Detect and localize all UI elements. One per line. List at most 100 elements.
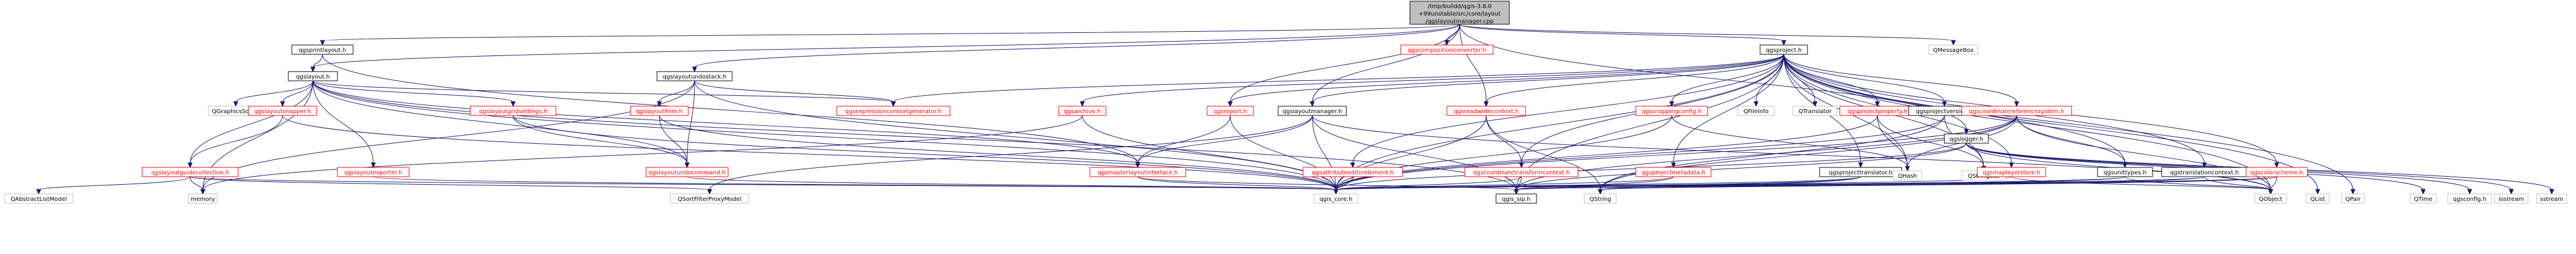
node-layout[interactable]: qgslayout.h <box>288 71 338 81</box>
node-label: qgslayoutsnapper.h <box>254 109 311 115</box>
edge-guidecoll-qabslistmodel <box>36 176 191 195</box>
node-label: qgsexpressioncontextgenerator.h <box>845 109 942 115</box>
node-label: qgsproject.h <box>1766 47 1802 54</box>
edge-line <box>1600 115 1945 190</box>
node-label: qgstranslationcontext.h <box>2170 170 2239 176</box>
edge-line <box>686 80 695 164</box>
edge-arrowhead <box>1079 101 1085 107</box>
node-label: QSortFilterProxyModel <box>678 196 742 203</box>
node-colorscheme[interactable]: qgscolorscheme.h <box>2245 167 2308 177</box>
node-snappingconfig[interactable]: qgssnappingconfig.h <box>1635 106 1708 116</box>
node-logger[interactable]: qgslogger.h <box>1944 133 1989 144</box>
edge-project-archive <box>1079 54 1784 107</box>
edge-line <box>190 115 283 164</box>
edge-line <box>659 115 688 164</box>
node-root[interactable]: /tmp/buildd/qgis-3.8.0+99unstable/src/co… <box>1409 1 1510 25</box>
edge-line <box>1137 115 1313 164</box>
node-printlayout[interactable]: qgsprintlayout.h <box>291 44 354 55</box>
node-label: /qgslayoutmanager.cpp <box>1426 18 1494 25</box>
edge-line <box>1230 24 1460 103</box>
node-guidecoll[interactable]: qgslayoutguidecollection.h <box>142 167 239 177</box>
node-box <box>670 193 749 204</box>
node-label: qgslogger.h <box>1950 136 1983 143</box>
node-label: qgsunittypes.h <box>2103 170 2146 176</box>
node-undostack[interactable]: qgslayoutundostack.h <box>656 71 733 81</box>
node-box <box>1944 133 1989 144</box>
edge-line <box>2011 176 2271 190</box>
edge-logger-sip <box>1513 143 1967 195</box>
edge-project-qlist <box>1783 54 2321 195</box>
node-projectproperty[interactable]: qgsprojectproperty.h <box>1839 106 1916 116</box>
node-compconv[interactable]: qgscompositionconverter.h <box>1400 44 1494 55</box>
edge-line <box>1335 54 1784 190</box>
node-box <box>142 167 239 177</box>
node-sip[interactable]: qgis_sip.h <box>1495 193 1537 204</box>
edge-arrowhead <box>1951 40 1956 46</box>
node-snapper[interactable]: qgslayoutsnapper.h <box>248 106 317 116</box>
edge-arrowhead <box>2014 101 2020 107</box>
node-qgsconfig: qgsconfig.h <box>2447 193 2492 204</box>
edge-line <box>1335 115 1672 190</box>
node-attrelem[interactable]: qgsattributeeditorelement.h <box>1302 167 1403 177</box>
node-qfileinfo: QFileInfo <box>1737 106 1775 116</box>
edge-arrowhead <box>1781 40 1787 46</box>
edge-undostack-memory <box>200 80 695 195</box>
edge-line <box>1783 54 2017 103</box>
node-layoutitem[interactable]: qgslayoutitem.h <box>630 106 689 116</box>
edge-line <box>313 80 514 103</box>
edge-line <box>1516 54 1784 190</box>
node-box <box>1089 167 1186 177</box>
node-label: QString <box>1590 196 1612 203</box>
node-box <box>248 106 317 116</box>
edge-line <box>1230 115 1337 190</box>
edge-arrowhead <box>707 189 712 195</box>
edge-arrowhead <box>2508 189 2514 195</box>
edge-arrowhead <box>684 162 690 169</box>
node-exprctxgen[interactable]: qgsexpressioncontextgenerator.h <box>836 106 951 116</box>
node-label: QHash <box>1898 173 1917 180</box>
node-layoutmanager[interactable]: qgslayoutmanager.h <box>1278 106 1347 116</box>
edge-line <box>1600 115 2017 190</box>
node-archive[interactable]: qgsarchive.h <box>1058 106 1107 116</box>
edge-arrowhead <box>1598 189 1603 195</box>
node-box <box>1464 167 1579 177</box>
node-unittypes[interactable]: qgsunittypes.h <box>2097 167 2153 177</box>
node-readwritectx[interactable]: qgsreadwritecontext.h <box>1446 106 1526 116</box>
edge-root-printlayout <box>320 24 1460 46</box>
node-maplayerstore[interactable]: qgsmaplayerstore.h <box>1977 167 2046 177</box>
edge-undostack-layoutitem <box>656 80 695 107</box>
node-box <box>656 71 733 81</box>
node-exporter[interactable]: qgslayoutexporter.h <box>337 167 410 177</box>
edge-line <box>1486 115 1601 190</box>
edge-line <box>1230 54 1784 103</box>
node-label: qgslayoutmanager.h <box>1283 109 1342 115</box>
node-translationctx[interactable]: qgstranslationcontext.h <box>2161 167 2248 177</box>
node-gridsettings[interactable]: qgslayoutgridsettings.h <box>470 106 556 116</box>
node-project[interactable]: qgsproject.h <box>1760 44 1808 55</box>
node-box <box>288 71 338 81</box>
edge-archive-memory <box>200 115 1083 195</box>
edge-line <box>202 115 1083 190</box>
node-projmeta[interactable]: qgsprojectmetadata.h <box>1635 167 1712 177</box>
node-label: qgsarchive.h <box>1064 109 1101 115</box>
node-box <box>2536 193 2567 204</box>
node-qtime: QTime <box>2410 193 2437 204</box>
edge-line <box>513 115 1337 190</box>
edge-line <box>1335 176 2277 190</box>
edge-arrowhead <box>2421 189 2426 195</box>
node-qabslistmodel: QAbstractListModel <box>4 193 73 204</box>
node-coordxformctx[interactable]: qgscoordinatetransformcontext.h <box>1464 167 1579 177</box>
node-box <box>2254 193 2287 204</box>
node-label: QList <box>2310 196 2325 203</box>
node-masterlayout[interactable]: qgsmasterlayoutinterface.h <box>1089 167 1186 177</box>
edge-line <box>235 80 313 103</box>
edge-arrowhead <box>2009 162 2014 169</box>
node-undocommand[interactable]: qgslayoutundocommand.h <box>645 167 729 177</box>
edge-arrowhead <box>1227 101 1233 107</box>
node-box <box>1495 193 1537 204</box>
node-projtranslator[interactable]: qgsprojecttranslator.h <box>1819 167 1902 177</box>
edge-line <box>1783 54 2271 190</box>
node-crs[interactable]: qgscoordinatereferencesystem.h <box>1961 106 2072 116</box>
edge-arrowhead <box>1812 101 1818 107</box>
node-report[interactable]: qgsreport.h <box>1207 106 1254 116</box>
